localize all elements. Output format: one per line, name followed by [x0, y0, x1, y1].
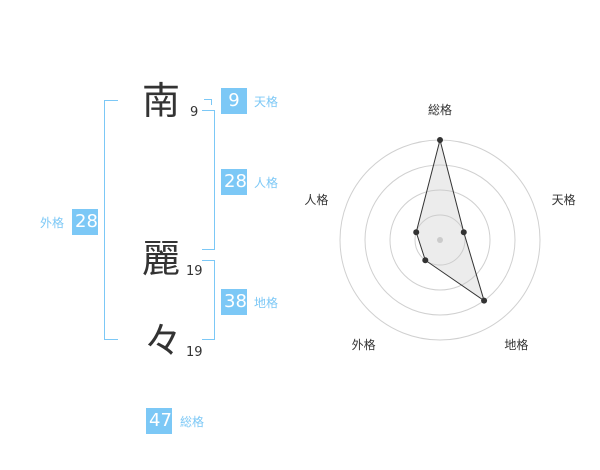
radar-axis-label-5: 人格 [304, 192, 328, 207]
stroke-count-3: 19 [186, 345, 203, 360]
soukaku-label: 総格 [180, 415, 205, 429]
name-char-2: 麗 [142, 237, 181, 281]
radar-axis-label-4: 外格 [352, 337, 376, 352]
radar-center-dot [437, 237, 443, 243]
radar-axis-label-2: 天格 [552, 192, 576, 207]
soukaku-value-badge: 47 [146, 408, 172, 434]
tenkaku-bracket [204, 99, 212, 105]
tenkaku-value-badge: 9 [221, 88, 247, 114]
radar-point-5 [413, 229, 420, 236]
radar-point-3 [481, 297, 488, 304]
radar-point-4 [422, 257, 429, 264]
radar-ring [364, 164, 516, 316]
radar-axis-label-1: 総格 [428, 102, 452, 117]
radar-polygon [415, 139, 485, 302]
chikaku-bracket [202, 260, 215, 340]
chikaku-label: 地格 [254, 296, 279, 310]
radar-point-1 [437, 137, 443, 143]
jinkaku-bracket [202, 110, 215, 250]
radar-axis-label-3: 地格 [504, 337, 528, 352]
radar-ring [414, 214, 466, 266]
gaikaku-bracket [104, 100, 118, 340]
tenkaku-label: 天格 [254, 95, 279, 109]
gaikaku-value-badge: 28 [72, 209, 98, 235]
radar-ring [389, 189, 491, 291]
chikaku-value-badge: 38 [221, 289, 247, 315]
name-char-1: 南 [142, 79, 181, 123]
stroke-count-1: 9 [190, 105, 199, 120]
jinkaku-label: 人格 [254, 176, 279, 190]
radar-point-2 [460, 229, 467, 236]
stroke-count-2: 19 [186, 264, 203, 279]
jinkaku-value-badge: 28 [221, 169, 247, 195]
gaikaku-label: 外格 [40, 216, 65, 230]
name-char-3: 々 [144, 319, 183, 363]
